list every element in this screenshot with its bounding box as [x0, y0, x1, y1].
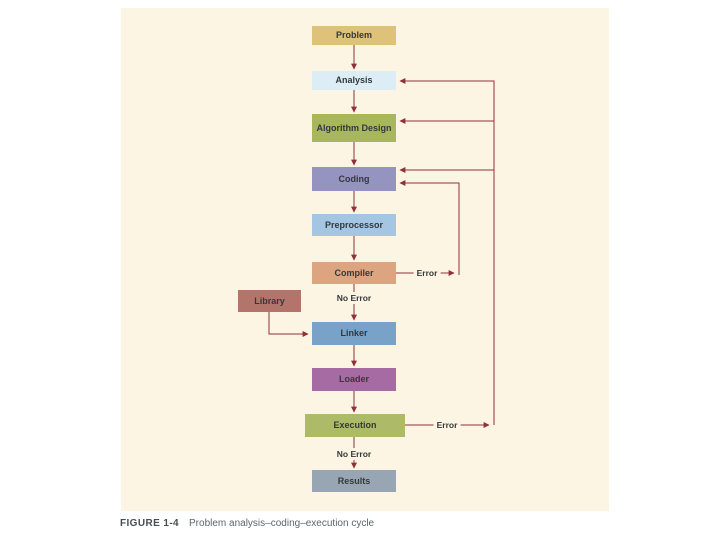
- diagram-panel: Problem Analysis Algorithm Design Coding…: [121, 8, 609, 511]
- flow-node-loader: Loader: [312, 368, 396, 391]
- flow-node-coding: Coding: [312, 167, 396, 191]
- flow-node-analysis: Analysis: [312, 71, 396, 90]
- edge-label-error-execution: Error: [433, 419, 461, 431]
- edge-label-no-error-compiler: No Error: [333, 292, 375, 304]
- flow-node-compiler: Compiler: [312, 262, 396, 284]
- flow-node-preprocessor: Preprocessor: [312, 214, 396, 236]
- figure-caption: FIGURE 1-4 Problem analysis–coding–execut…: [120, 518, 374, 529]
- flow-node-problem: Problem: [312, 26, 396, 45]
- flow-node-algorithm-design: Algorithm Design: [312, 114, 396, 142]
- flow-node-results: Results: [312, 470, 396, 492]
- figure-number: FIGURE 1-4: [120, 518, 180, 529]
- flow-node-linker: Linker: [312, 322, 396, 345]
- flow-node-library: Library: [238, 290, 301, 312]
- edge-label-no-error-execution: No Error: [333, 448, 375, 460]
- edge-label-error-compiler: Error: [413, 267, 441, 279]
- flow-node-execution: Execution: [305, 414, 405, 437]
- figure-caption-text: Problem analysis–coding–execution cycle: [189, 518, 375, 529]
